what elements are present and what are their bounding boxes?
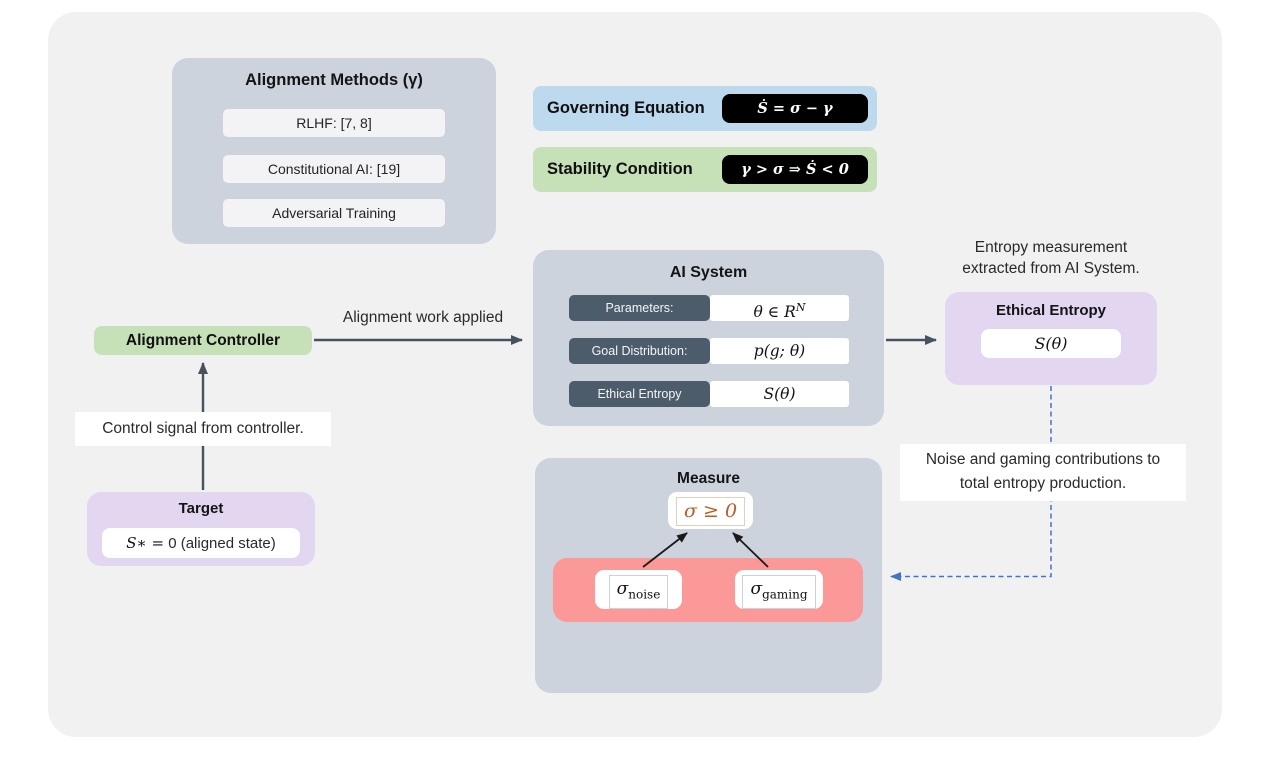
target-value: S∗ = 0 (aligned state) — [102, 528, 300, 558]
sigma-result-pill: σ ≥ 0 — [668, 492, 753, 529]
ethical-entropy-title: Ethical Entropy — [995, 302, 1107, 319]
entropy-measurement-note: Entropy measurement extracted from AI Sy… — [962, 239, 1140, 277]
ethical-entropy-row-label: Ethical Entropy — [569, 381, 710, 407]
stability-condition-formula: γ > σ ⇒ Ṡ < 0 — [741, 161, 849, 178]
ethical-entropy-value: S(θ) — [981, 329, 1121, 358]
sigma-noise-pill: σnoise — [595, 570, 682, 610]
goal-distribution-value: p(g; θ) — [710, 338, 849, 364]
sigma-gaming-pill: σgaming — [735, 570, 823, 610]
parameters-label: Parameters: — [569, 295, 710, 321]
governing-equation-label: Governing Equation — [547, 99, 705, 117]
alignment-controller-box: Alignment Controller — [94, 326, 312, 355]
noise-gaming-note: Noise and gaming contributions to total … — [900, 444, 1186, 501]
alignment-work-label: Alignment work applied — [342, 309, 504, 326]
measure-box: Measure σ ≥ 0 σnoise σgaming — [535, 458, 882, 693]
ethical-entropy-box: Ethical Entropy S(θ) — [945, 292, 1157, 385]
alignment-methods-title: Alignment Methods (γ) — [245, 71, 423, 89]
method-rlhf: RLHF: [7, 8] — [223, 109, 445, 137]
measure-title: Measure — [677, 470, 740, 487]
target-title: Target — [178, 500, 224, 517]
target-box: Target S∗ = 0 (aligned state) — [87, 492, 315, 566]
alignment-methods-box: Alignment Methods (γ) RLHF: [7, 8] Const… — [172, 58, 496, 244]
governing-equation-pill: Ṡ = σ − γ — [722, 94, 868, 123]
stability-condition-label: Stability Condition — [547, 160, 693, 178]
stability-condition-pill: γ > σ ⇒ Ṡ < 0 — [722, 155, 868, 184]
ai-system-title: AI System — [669, 264, 748, 281]
parameters-value: θ ∈ RN — [710, 295, 849, 321]
entropy-sources-box: σnoise σgaming — [553, 558, 863, 622]
ai-system-box: AI System Parameters: θ ∈ RN Goal Distri… — [533, 250, 884, 426]
goal-distribution-label: Goal Distribution: — [569, 338, 710, 364]
control-signal-label: Control signal from controller. — [75, 412, 331, 446]
method-adversarial-training: Adversarial Training — [223, 199, 445, 227]
sigma-result-value: σ ≥ 0 — [675, 497, 746, 526]
ethical-entropy-row-value: S(θ) — [710, 381, 849, 407]
governing-equation-row: Governing Equation Ṡ = σ − γ — [533, 86, 877, 131]
method-constitutional-ai: Constitutional AI: [19] — [223, 155, 445, 183]
stability-condition-row: Stability Condition γ > σ ⇒ Ṡ < 0 — [533, 147, 877, 192]
governing-equation-formula: Ṡ = σ − γ — [757, 100, 833, 117]
